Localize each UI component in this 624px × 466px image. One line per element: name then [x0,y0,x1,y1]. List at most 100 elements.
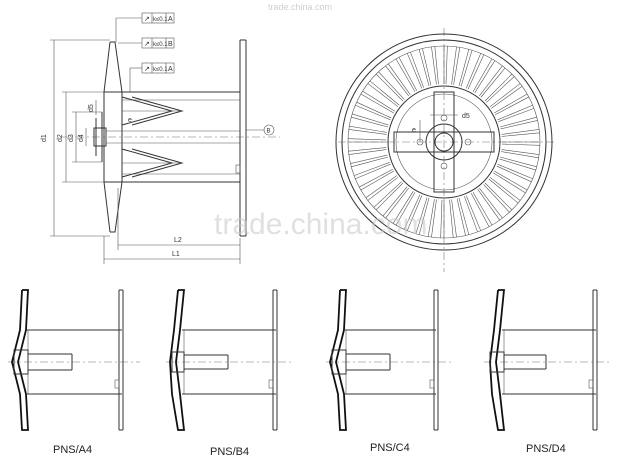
tolerance-frame-2: ↗ k≤0.1 B [118,37,175,49]
watermark-top: trade.china.com [268,2,332,12]
tolerance-frame-3: ↗ k≤0.1 A [129,62,175,92]
spoke-line [477,189,500,221]
spoke-line [365,175,397,198]
variant-label-a4: PNS/A4 [53,444,92,456]
spoke-line [464,196,478,233]
spoke-line [348,149,387,155]
spoke-line [406,53,423,89]
spoke-line [385,187,409,219]
spoke-line [479,187,503,219]
spoke-line [378,71,405,100]
spoke-line [489,177,521,201]
spoke-line [501,132,540,137]
spoke-line [494,93,528,114]
spoke-line [501,129,540,135]
flange-spokes [348,46,540,238]
spoke-line [500,120,538,130]
spoke-line [406,195,423,231]
spoke-line [496,165,532,183]
spoke-line [498,108,535,122]
spoke-line [348,129,387,135]
spoke-line [486,76,515,103]
spoke-line [369,80,400,106]
variant-label-b4: PNS/B4 [210,446,249,458]
spoke-line [467,54,485,90]
spoke-line [392,191,414,224]
spoke-line [348,138,387,141]
spoke-line [499,156,537,168]
spoke-line [470,193,490,227]
side-view: ↗ k≤0.1 A ↗ k≤0.1 B ↗ k≤0.1 A [41,12,280,264]
spoke-line [385,65,409,97]
spoke-line [356,101,392,119]
spoke-line [497,163,533,180]
variant-c4: PNS/C4 [326,289,452,454]
spoke-line [453,47,461,85]
front-view: d5 e [335,28,556,272]
spoke-line [484,73,513,102]
spoke-line [456,198,466,236]
spoke-line [360,170,394,191]
dim-L1: L1 [172,251,180,258]
variant-b4: PNS/B4 [166,289,292,458]
spoke-line [431,46,437,85]
spoke-line [501,149,540,155]
tolerance-frame-1: ↗ k≤0.1 A [115,12,175,42]
tolerance-datum: A [168,16,173,23]
variant-a4: PNS/A4 [8,289,140,456]
spoke-line [418,49,430,87]
spoke-line [349,125,387,133]
spoke-line [480,67,506,98]
dim-e: e [128,117,132,124]
spoke-line [472,192,493,226]
spoke-line [465,195,482,231]
variant-label-c4: PNS/C4 [370,442,410,454]
spoke-line [395,192,416,226]
spoke-line [472,58,493,92]
spoke-line [488,178,519,204]
spoke-line [403,194,421,230]
spoke-line [367,83,399,107]
spoke-line [495,96,529,116]
variant-d4: PNS/D4 [484,289,612,455]
spoke-line [360,93,394,114]
tolerance-datum: B [168,41,173,48]
spoke-line [434,46,439,85]
spoke-line [353,162,390,176]
spoke-line [410,51,424,88]
spoke-line [373,181,402,208]
tolerance-value: k≤0.1 [153,42,168,48]
spoke-line [493,172,526,194]
spoke-line [418,197,430,235]
spoke-line [491,86,523,109]
tolerance-symbol: ↗ [144,66,150,73]
tolerance-symbol: ↗ [144,16,150,23]
spoke-line [355,104,391,121]
spoke-line [499,158,536,171]
dim-d4: d4 [78,134,85,142]
diameter-dimensions: d1 d2 d3 d4 d5 e [41,39,132,237]
spoke-line [440,199,443,238]
tolerance-symbol: ↗ [144,41,150,48]
dim-d2: d2 [57,134,64,142]
datum-b-label: B [267,129,271,135]
dim-d3: d3 [68,134,75,142]
dim-d1: d1 [41,134,48,142]
tolerance-value: k≤0.1 [153,67,168,73]
spoke-line [348,147,387,152]
length-dimensions: L2 L1 [103,188,241,264]
spoke-line [367,177,399,201]
spoke-line [501,151,539,159]
front-dim-d5: d5 [462,113,470,120]
spoke-line [458,49,470,87]
spoke-line [388,63,411,95]
spoke-line [484,182,513,211]
spoke-line [451,199,457,238]
spoke-line [415,197,428,234]
spoke-line [474,60,496,93]
spoke-line [355,163,391,180]
spoke-line [458,197,470,235]
variant-label-d4: PNS/D4 [526,443,566,455]
spoke-line [431,199,437,238]
